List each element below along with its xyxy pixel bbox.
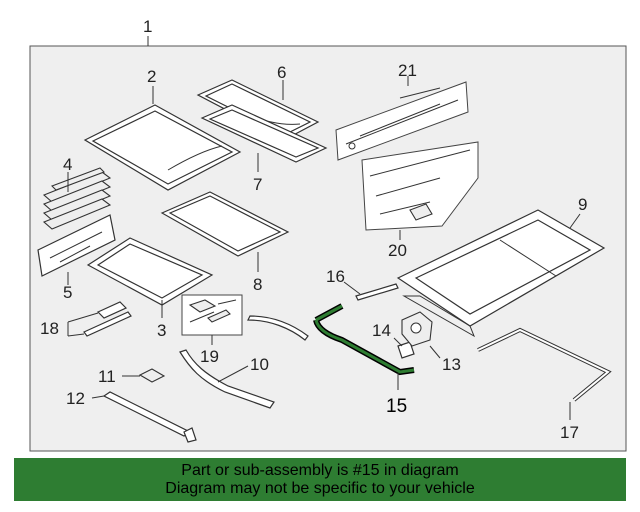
- part-21-kit[interactable]: [335, 81, 469, 161]
- part-15-highlighted[interactable]: [313, 303, 415, 376]
- callout-20: 20: [388, 241, 407, 260]
- part-5-rail[interactable]: [37, 214, 116, 277]
- part-13-motor[interactable]: [401, 311, 433, 347]
- part-2-glass-panel[interactable]: [83, 104, 242, 191]
- callout-18: 18: [40, 319, 59, 338]
- part-10-deflector[interactable]: [179, 315, 309, 409]
- callout-14: 14: [372, 321, 391, 340]
- part-16-cable[interactable]: [355, 283, 399, 301]
- callout-16: 16: [326, 267, 345, 286]
- part-3-shade-panel[interactable]: [86, 237, 214, 306]
- callout-12: 12: [66, 389, 85, 408]
- part-18-rails[interactable]: [83, 301, 132, 337]
- part-12-trim[interactable]: [102, 391, 197, 443]
- callout-17: 17: [560, 423, 579, 442]
- part-9-frame[interactable]: [396, 209, 606, 338]
- callout-4: 4: [63, 155, 72, 174]
- part-20-kit[interactable]: [361, 141, 479, 231]
- callout-3: 3: [157, 321, 166, 340]
- parts-diagram: 1 2 3 4 5 6 7 8 9 10 11 12 13 14 15 16 1…: [29, 17, 627, 452]
- callout-9: 9: [578, 195, 587, 214]
- part-4-blind[interactable]: [42, 167, 112, 230]
- callout-21: 21: [398, 61, 417, 80]
- banner-line-1: Part or sub-assembly is #15 in diagram: [181, 462, 459, 479]
- callout-5: 5: [63, 283, 72, 302]
- callout-8: 8: [253, 275, 262, 294]
- callout-19: 19: [200, 347, 219, 366]
- part-8-glass[interactable]: [160, 191, 290, 257]
- part-17-rail[interactable]: [477, 327, 612, 402]
- callout-10: 10: [250, 355, 269, 374]
- callout-13: 13: [442, 355, 461, 374]
- callout-11: 11: [98, 367, 116, 386]
- callout-6: 6: [277, 63, 286, 82]
- callout-7: 7: [253, 175, 262, 194]
- part-7-seal[interactable]: [200, 104, 328, 163]
- part-19-kit[interactable]: [181, 294, 243, 336]
- callout-1: 1: [143, 17, 152, 36]
- part-11-clip[interactable]: [138, 368, 166, 383]
- info-banner: Part or sub-assembly is #15 in diagram D…: [14, 458, 626, 501]
- banner-line-2: Diagram may not be specific to your vehi…: [165, 480, 475, 497]
- callout-2: 2: [147, 67, 156, 86]
- callout-15: 15: [386, 396, 407, 417]
